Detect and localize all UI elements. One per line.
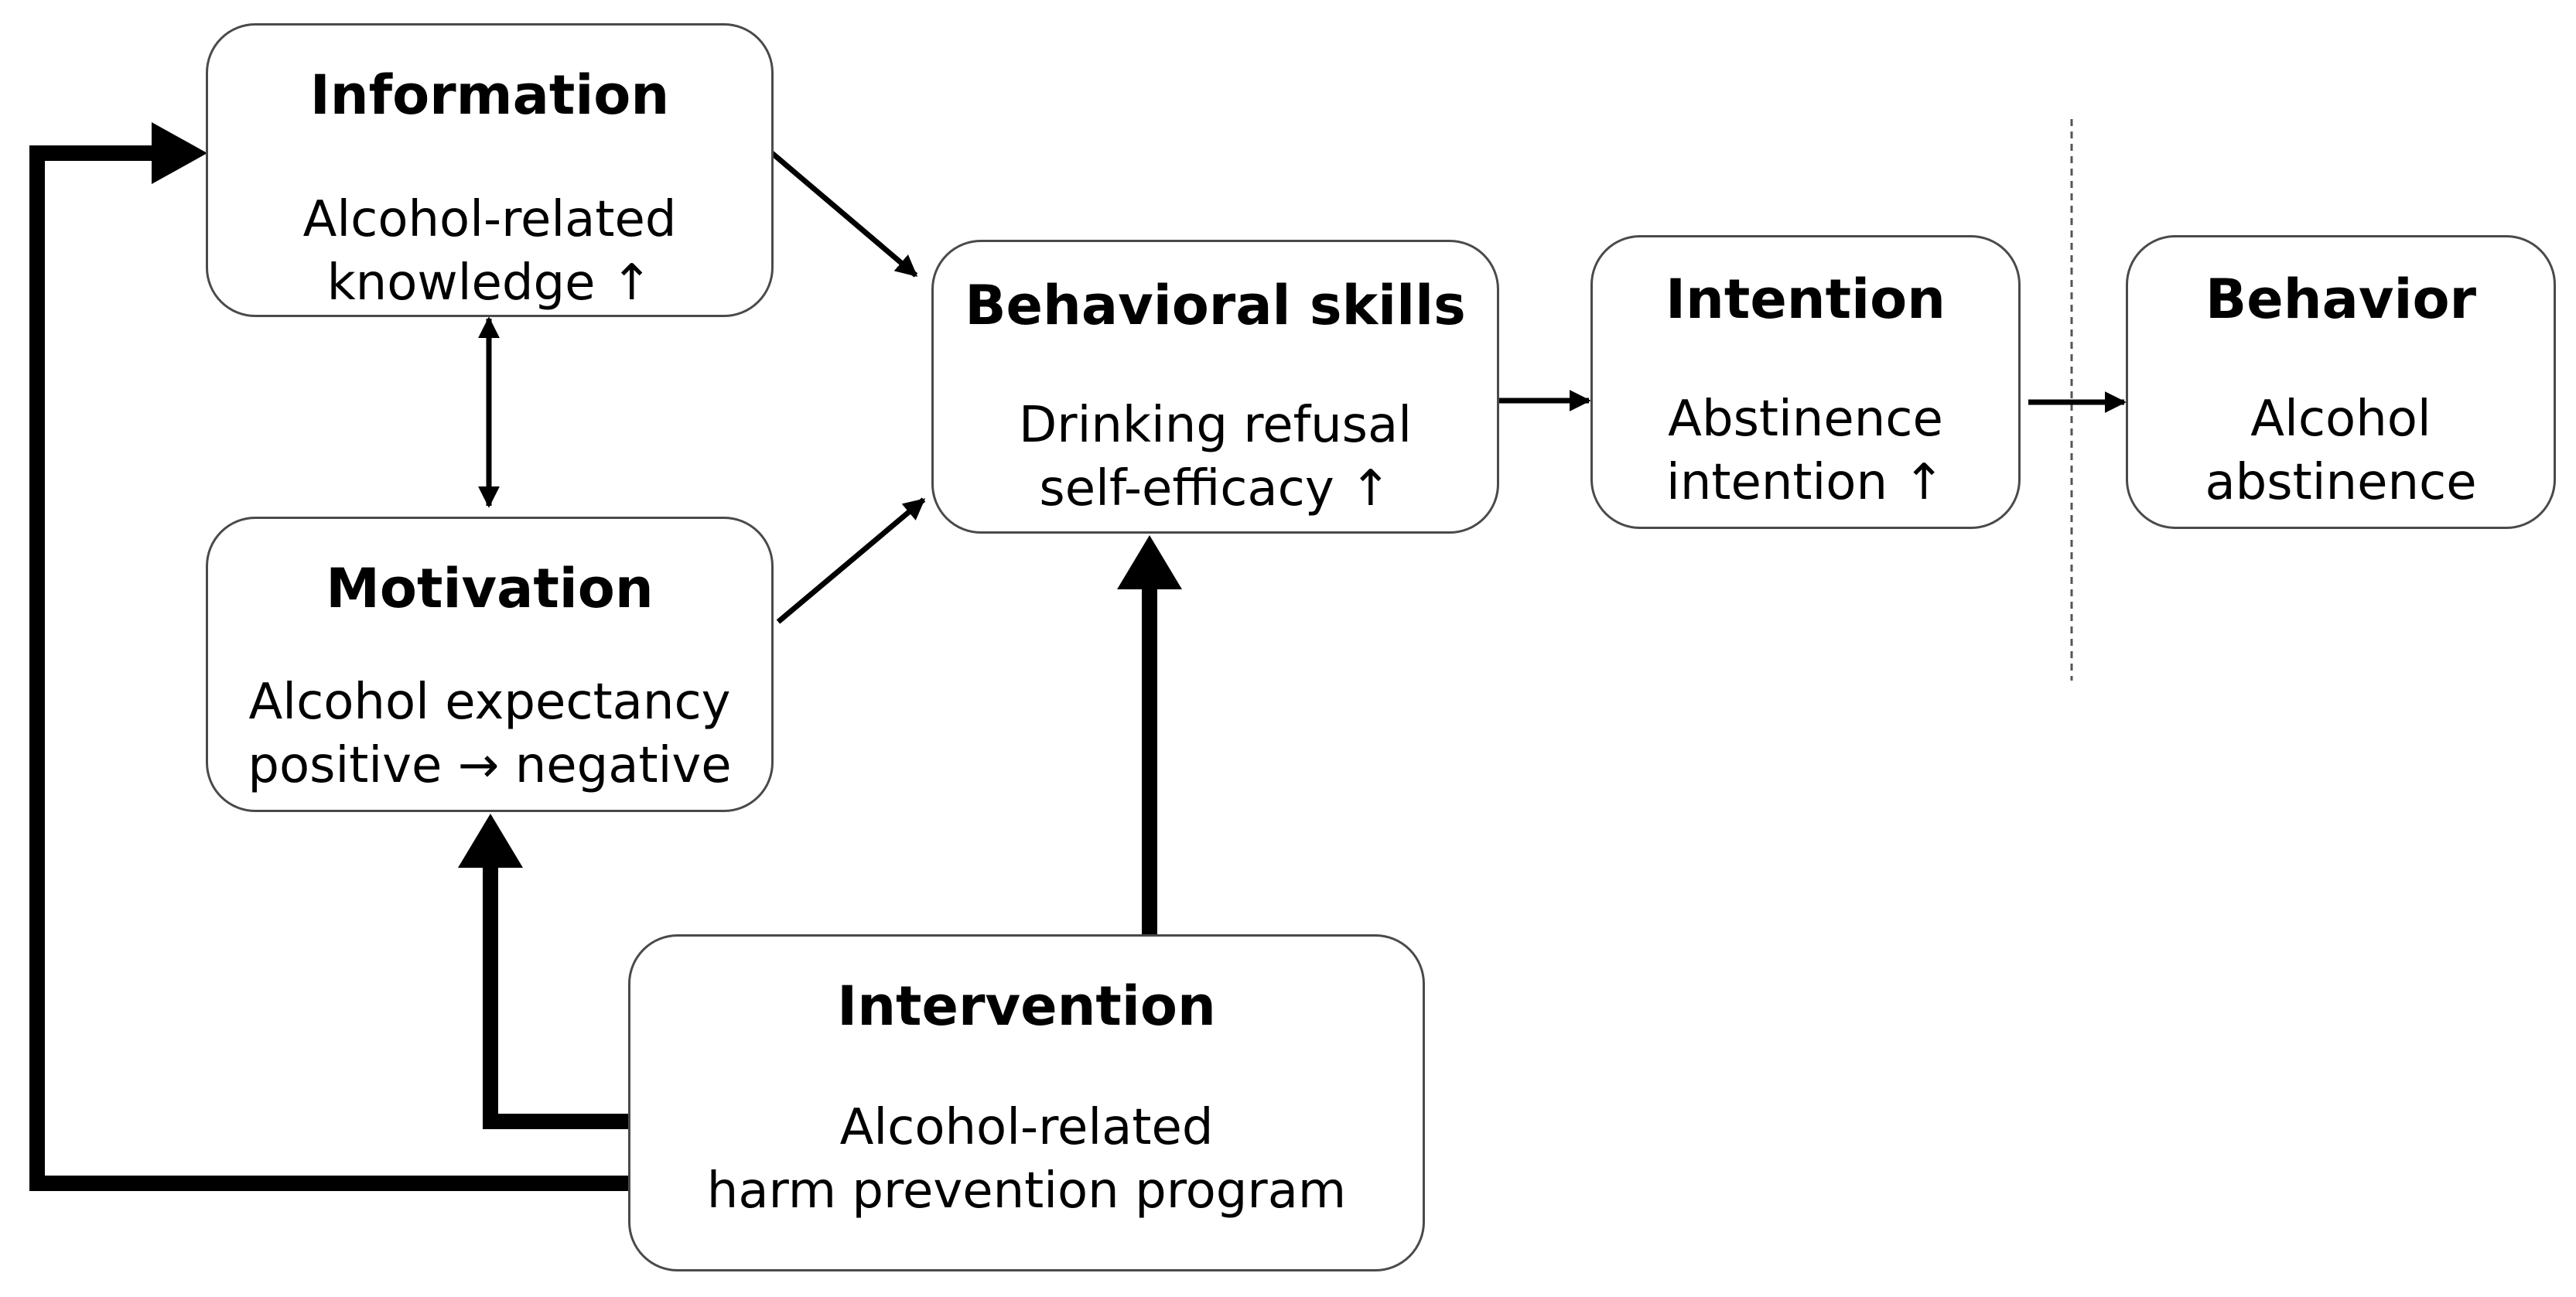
motivation-node: Motivation Alcohol expectancy positive →… bbox=[206, 517, 774, 812]
intervention-line-1: Alcohol-related bbox=[839, 1099, 1214, 1156]
behavior-title: Behavior bbox=[2205, 268, 2477, 331]
intention-line-1: Abstinence bbox=[1668, 391, 1943, 448]
intention-description: Abstinence intention ↑ bbox=[1593, 387, 2018, 514]
information-line-2: knowledge ↑ bbox=[326, 254, 653, 312]
behavior-line-1: Alcohol bbox=[2250, 391, 2431, 448]
behavioral-skills-title: Behavioral skills bbox=[965, 274, 1466, 337]
intervention-description: Alcohol-related harm prevention program bbox=[630, 1096, 1423, 1223]
arrow-intervention-to-information bbox=[29, 145, 628, 1191]
motivation-line-2: positive → negative bbox=[248, 737, 732, 794]
motivation-description: Alcohol expectancy positive → negative bbox=[208, 671, 771, 797]
arrow-information-to-behavioral-skills bbox=[770, 151, 918, 278]
information-line-1: Alcohol-related bbox=[302, 191, 677, 248]
motivation-line-1: Alcohol expectancy bbox=[248, 674, 731, 731]
motivation-title: Motivation bbox=[326, 557, 654, 620]
intention-node: Intention Abstinence intention ↑ bbox=[1590, 235, 2021, 529]
information-description: Alcohol-related knowledge ↑ bbox=[208, 188, 771, 315]
intention-title: Intention bbox=[1665, 268, 1946, 331]
intervention-title: Intervention bbox=[837, 974, 1216, 1038]
behavioral-skills-node: Behavioral skills Drinking refusal self-… bbox=[931, 240, 1499, 534]
arrow-intervention-to-motivation bbox=[483, 866, 634, 1129]
behavior-description: Alcohol abstinence bbox=[2128, 387, 2554, 514]
behavior-node: Behavior Alcohol abstinence bbox=[2126, 235, 2556, 529]
behavioral-skills-description: Drinking refusal self-efficacy ↑ bbox=[934, 394, 1497, 521]
intervention-line-2: harm prevention program bbox=[706, 1162, 1347, 1220]
arrowhead-intervention-to-motivation bbox=[458, 814, 523, 868]
information-title: Information bbox=[309, 63, 670, 127]
intervention-node: Intervention Alcohol-related harm preven… bbox=[628, 934, 1425, 1271]
behavioral-skills-line-1: Drinking refusal bbox=[1018, 397, 1413, 454]
arrow-motivation-to-behavioral-skills bbox=[776, 497, 926, 624]
arrowhead-intervention-to-behavioral-skills bbox=[1117, 535, 1182, 589]
information-node: Information Alcohol-related knowledge ↑ bbox=[206, 23, 774, 317]
behavior-line-2: abstinence bbox=[2205, 454, 2477, 511]
arrowhead-intervention-to-information bbox=[152, 122, 207, 184]
behavioral-skills-line-2: self-efficacy ↑ bbox=[1039, 460, 1392, 517]
intention-line-2: intention ↑ bbox=[1666, 454, 1945, 511]
